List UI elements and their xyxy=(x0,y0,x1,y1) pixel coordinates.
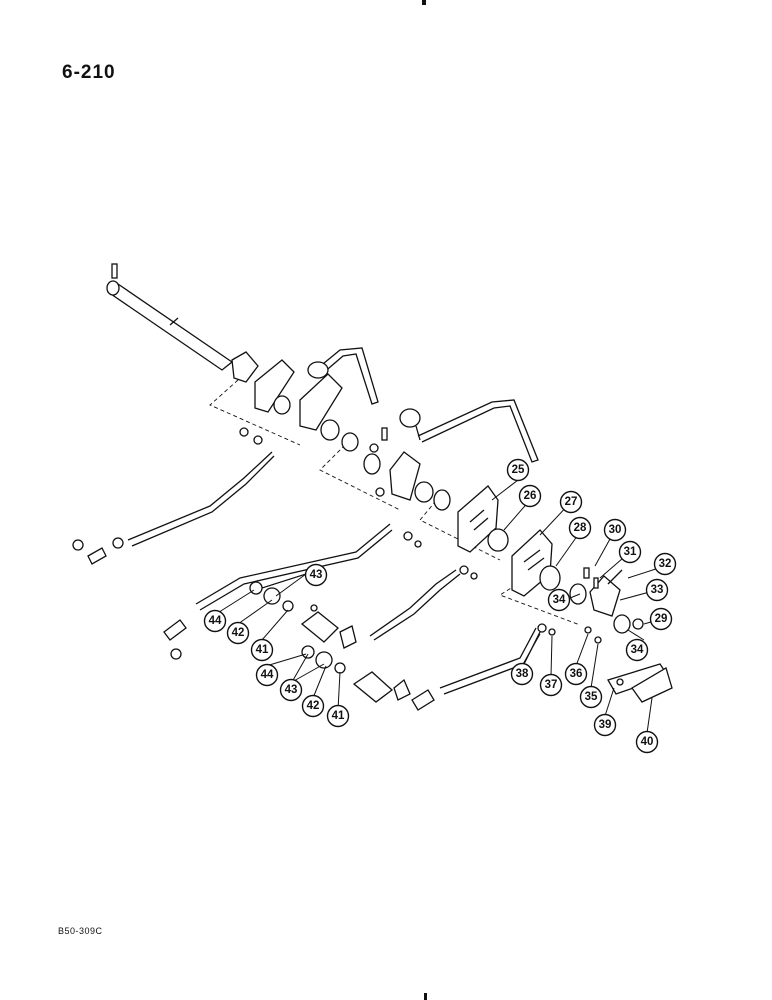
svg-text:27: 27 xyxy=(565,496,578,508)
svg-text:41: 41 xyxy=(332,710,345,722)
upper-lever-handle-2 xyxy=(399,399,539,463)
callout-42-second: 42 xyxy=(301,694,325,718)
svg-text:42: 42 xyxy=(232,627,245,639)
callout-33: 33 xyxy=(645,578,669,602)
clevis-assembly-upper xyxy=(249,581,357,649)
upper-bracket-1 xyxy=(231,351,359,452)
svg-text:25: 25 xyxy=(512,464,525,476)
spacer-34a xyxy=(569,583,587,605)
bottom-edge-mark xyxy=(424,993,427,1000)
svg-text:34: 34 xyxy=(631,644,644,656)
callout-41: 41 xyxy=(250,638,274,662)
nut-29 xyxy=(632,618,644,630)
svg-text:33: 33 xyxy=(651,584,664,596)
callout-44-second: 44 xyxy=(255,663,279,687)
spacer-34b xyxy=(613,614,631,634)
callout-36: 36 xyxy=(564,662,588,686)
callout-34: 34 xyxy=(547,588,571,612)
washer-36 xyxy=(584,626,592,634)
callout-43: 43 xyxy=(304,563,328,587)
svg-text:36: 36 xyxy=(570,668,583,680)
svg-text:30: 30 xyxy=(609,524,622,536)
upper-lever-handle-1 xyxy=(307,347,379,405)
svg-text:37: 37 xyxy=(545,679,558,691)
page-number: 6-210 xyxy=(62,62,116,83)
linkage-rod-middle xyxy=(163,523,422,660)
svg-text:29: 29 xyxy=(655,613,668,625)
callout-29: 29 xyxy=(649,607,673,631)
svg-text:41: 41 xyxy=(256,644,269,656)
linkage-rod-bottom xyxy=(411,623,556,711)
callout-27: 27 xyxy=(559,490,583,514)
callout-34-second: 34 xyxy=(625,638,649,662)
bushing-28 xyxy=(539,565,561,591)
svg-text:44: 44 xyxy=(261,669,274,681)
top-edge-mark xyxy=(422,0,426,5)
svg-text:35: 35 xyxy=(585,691,598,703)
svg-text:31: 31 xyxy=(624,546,637,558)
svg-text:34: 34 xyxy=(553,594,566,606)
callout-37: 37 xyxy=(539,673,563,697)
reference-code: B50-309C xyxy=(58,926,103,936)
main-shaft xyxy=(106,263,234,371)
callout-25: 25 xyxy=(506,458,530,482)
middle-bracket-assembly xyxy=(363,427,451,511)
svg-text:43: 43 xyxy=(285,684,298,696)
bushing-26 xyxy=(487,528,509,552)
clevis-assembly-lower xyxy=(301,645,411,703)
svg-text:40: 40 xyxy=(641,736,654,748)
svg-text:39: 39 xyxy=(599,719,612,731)
linkage-rod-lower xyxy=(369,565,478,641)
pin-35 xyxy=(594,636,602,644)
callout-32: 32 xyxy=(653,552,677,576)
svg-text:44: 44 xyxy=(209,615,222,627)
callout-35: 35 xyxy=(579,685,603,709)
lever-bracket-33 xyxy=(583,567,623,617)
callout-39: 39 xyxy=(593,713,617,737)
svg-text:32: 32 xyxy=(659,558,672,570)
bracket-plate-39-40 xyxy=(607,663,673,703)
callout-30: 30 xyxy=(603,518,627,542)
svg-text:28: 28 xyxy=(574,522,587,534)
callout-26: 26 xyxy=(518,484,542,508)
callout-38: 38 xyxy=(510,662,534,686)
svg-text:38: 38 xyxy=(516,668,529,680)
quadrant-plate-25 xyxy=(457,485,499,553)
svg-text:43: 43 xyxy=(310,569,323,581)
svg-text:26: 26 xyxy=(524,490,537,502)
callout-31: 31 xyxy=(618,540,642,564)
callout-40: 40 xyxy=(635,730,659,754)
linkage-rod-upper xyxy=(72,427,275,565)
callout-42: 42 xyxy=(226,621,250,645)
callout-43-second: 43 xyxy=(279,678,303,702)
callout-44: 44 xyxy=(203,609,227,633)
svg-text:42: 42 xyxy=(307,700,320,712)
callout-41-second: 41 xyxy=(326,704,350,728)
callout-28: 28 xyxy=(568,516,592,540)
leader-43-extra xyxy=(261,573,307,589)
